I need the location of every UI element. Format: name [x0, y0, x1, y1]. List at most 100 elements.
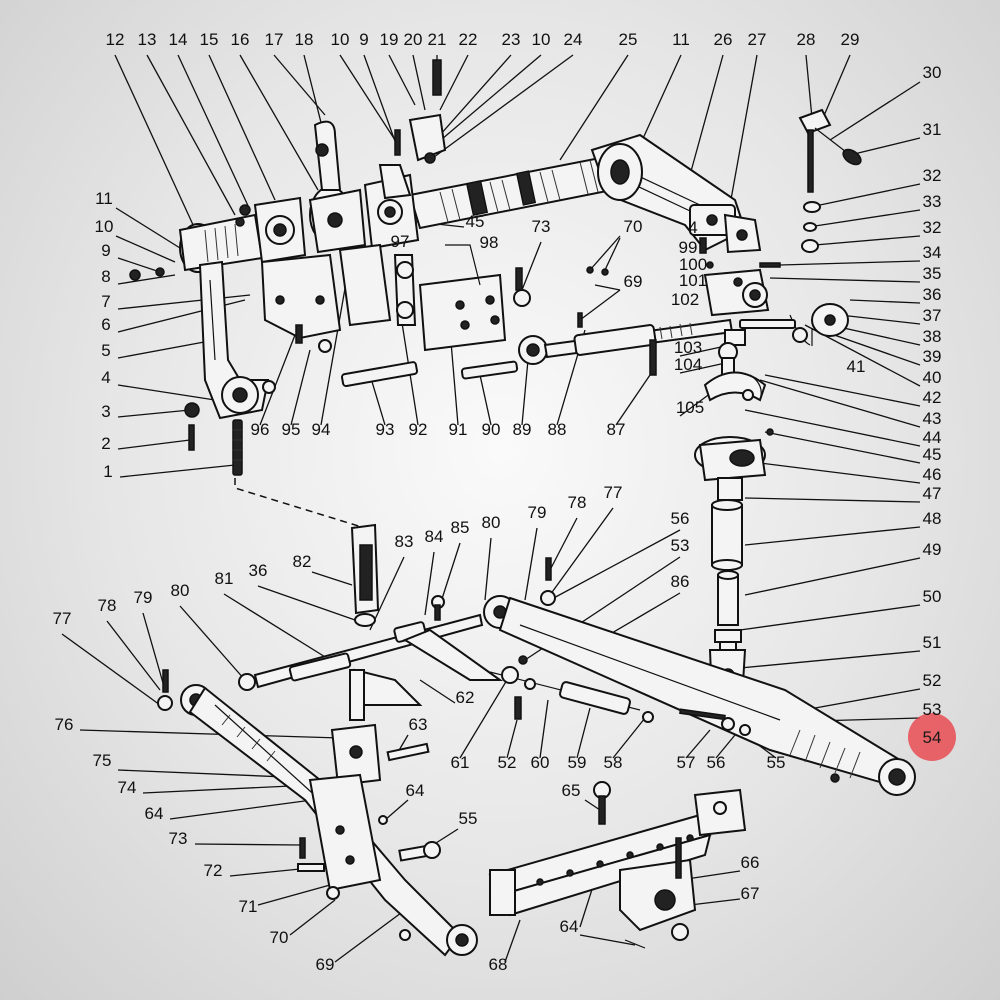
callout-91: 91 [449, 420, 468, 439]
callout-95: 95 [282, 420, 301, 439]
callout-45: 45 [923, 445, 942, 464]
callout-47: 47 [923, 484, 942, 503]
callout-55: 55 [459, 809, 478, 828]
callout-61: 61 [451, 753, 470, 772]
callout-32: 32 [923, 218, 942, 237]
callout-65: 65 [562, 781, 581, 800]
lift-rod [350, 523, 380, 627]
callout-32: 32 [923, 166, 942, 185]
callout-84: 84 [425, 527, 444, 546]
callout-66: 66 [741, 853, 760, 872]
callout-68: 68 [489, 955, 508, 974]
callout-69: 69 [316, 955, 335, 974]
callout-18: 18 [295, 30, 314, 49]
callout-56: 56 [707, 753, 726, 772]
callout-17: 17 [265, 30, 284, 49]
highlight-marker[interactable] [908, 713, 956, 761]
callout-53: 53 [923, 700, 942, 719]
right-lift-arm [590, 133, 747, 252]
callout-77: 77 [53, 609, 72, 628]
callout-49: 49 [923, 540, 942, 559]
callout-35: 35 [923, 264, 942, 283]
callout-16: 16 [231, 30, 250, 49]
callout-42: 42 [923, 388, 942, 407]
callout-64: 64 [145, 804, 164, 823]
callout-104: 104 [674, 355, 702, 374]
callout-100: 100 [679, 255, 707, 274]
callout-52: 52 [923, 671, 942, 690]
levelling-screw-assembly [694, 342, 774, 701]
callout-78: 78 [98, 596, 117, 615]
callout-93: 93 [376, 420, 395, 439]
callout-86: 86 [671, 572, 690, 591]
rear-bracket [723, 213, 762, 254]
callout-51: 51 [923, 633, 942, 652]
callout-75: 75 [93, 751, 112, 770]
callout-11: 11 [95, 189, 113, 208]
callout-98: 98 [480, 233, 499, 252]
callout-87: 87 [607, 420, 626, 439]
callout-83: 83 [395, 532, 414, 551]
callout-22: 22 [459, 30, 478, 49]
callout-89: 89 [513, 420, 532, 439]
left-lower-link [157, 669, 478, 957]
callout-24: 24 [564, 30, 583, 49]
callout-62: 62 [456, 688, 475, 707]
callout-77: 77 [604, 483, 623, 502]
callout-38: 38 [923, 327, 942, 346]
callout-50: 50 [923, 587, 942, 606]
upper-assembly [129, 59, 862, 701]
lower-assembly [157, 523, 916, 957]
right-detail-parts [739, 108, 862, 346]
callout-10: 10 [95, 217, 114, 236]
callout-81: 81 [215, 569, 234, 588]
callout-15: 15 [200, 30, 219, 49]
callout-4: 4 [101, 368, 110, 387]
callout-101: 101 [679, 271, 707, 290]
callout-76: 76 [55, 715, 74, 734]
callout-39: 39 [923, 347, 942, 366]
callout-3: 3 [101, 402, 110, 421]
callout-63: 63 [409, 715, 428, 734]
callout-29: 29 [841, 30, 860, 49]
left-hub-assembly [178, 59, 447, 273]
callout-34: 34 [923, 243, 942, 262]
callout-45: 45 [466, 212, 485, 231]
callout-52: 52 [498, 753, 517, 772]
callout-9: 9 [101, 241, 110, 260]
callout-26: 26 [714, 30, 733, 49]
leader-lines [61, 54, 921, 963]
callout-6: 6 [101, 315, 110, 334]
callout-73: 73 [532, 217, 551, 236]
callout-79: 79 [134, 588, 153, 607]
callout-21: 21 [428, 30, 447, 49]
left-lift-arm [129, 260, 276, 476]
clevis-bracket [330, 669, 430, 787]
callout-36: 36 [923, 285, 942, 304]
callout-28: 28 [797, 30, 816, 49]
drawbar-assembly [488, 781, 747, 949]
callout-92: 92 [409, 420, 428, 439]
highlight-label: 54 [923, 728, 942, 747]
callout-2: 2 [101, 434, 110, 453]
callout-58: 58 [604, 753, 623, 772]
callout-13: 13 [138, 30, 157, 49]
callout-48: 48 [923, 509, 942, 528]
callout-43: 43 [923, 409, 942, 428]
callout-79: 79 [528, 503, 547, 522]
callout-70: 70 [624, 217, 643, 236]
callout-41: 41 [847, 357, 866, 376]
callout-20: 20 [404, 30, 423, 49]
callout-88: 88 [548, 420, 567, 439]
callout-8: 8 [101, 267, 110, 286]
callout-67: 67 [741, 884, 760, 903]
callout-59: 59 [568, 753, 587, 772]
dashed-connector [234, 478, 366, 529]
callout-23: 23 [502, 30, 521, 49]
callout-25: 25 [619, 30, 638, 49]
callout-71: 71 [239, 897, 258, 916]
callout-40: 40 [923, 368, 942, 387]
callout-4: 4 [688, 218, 697, 237]
